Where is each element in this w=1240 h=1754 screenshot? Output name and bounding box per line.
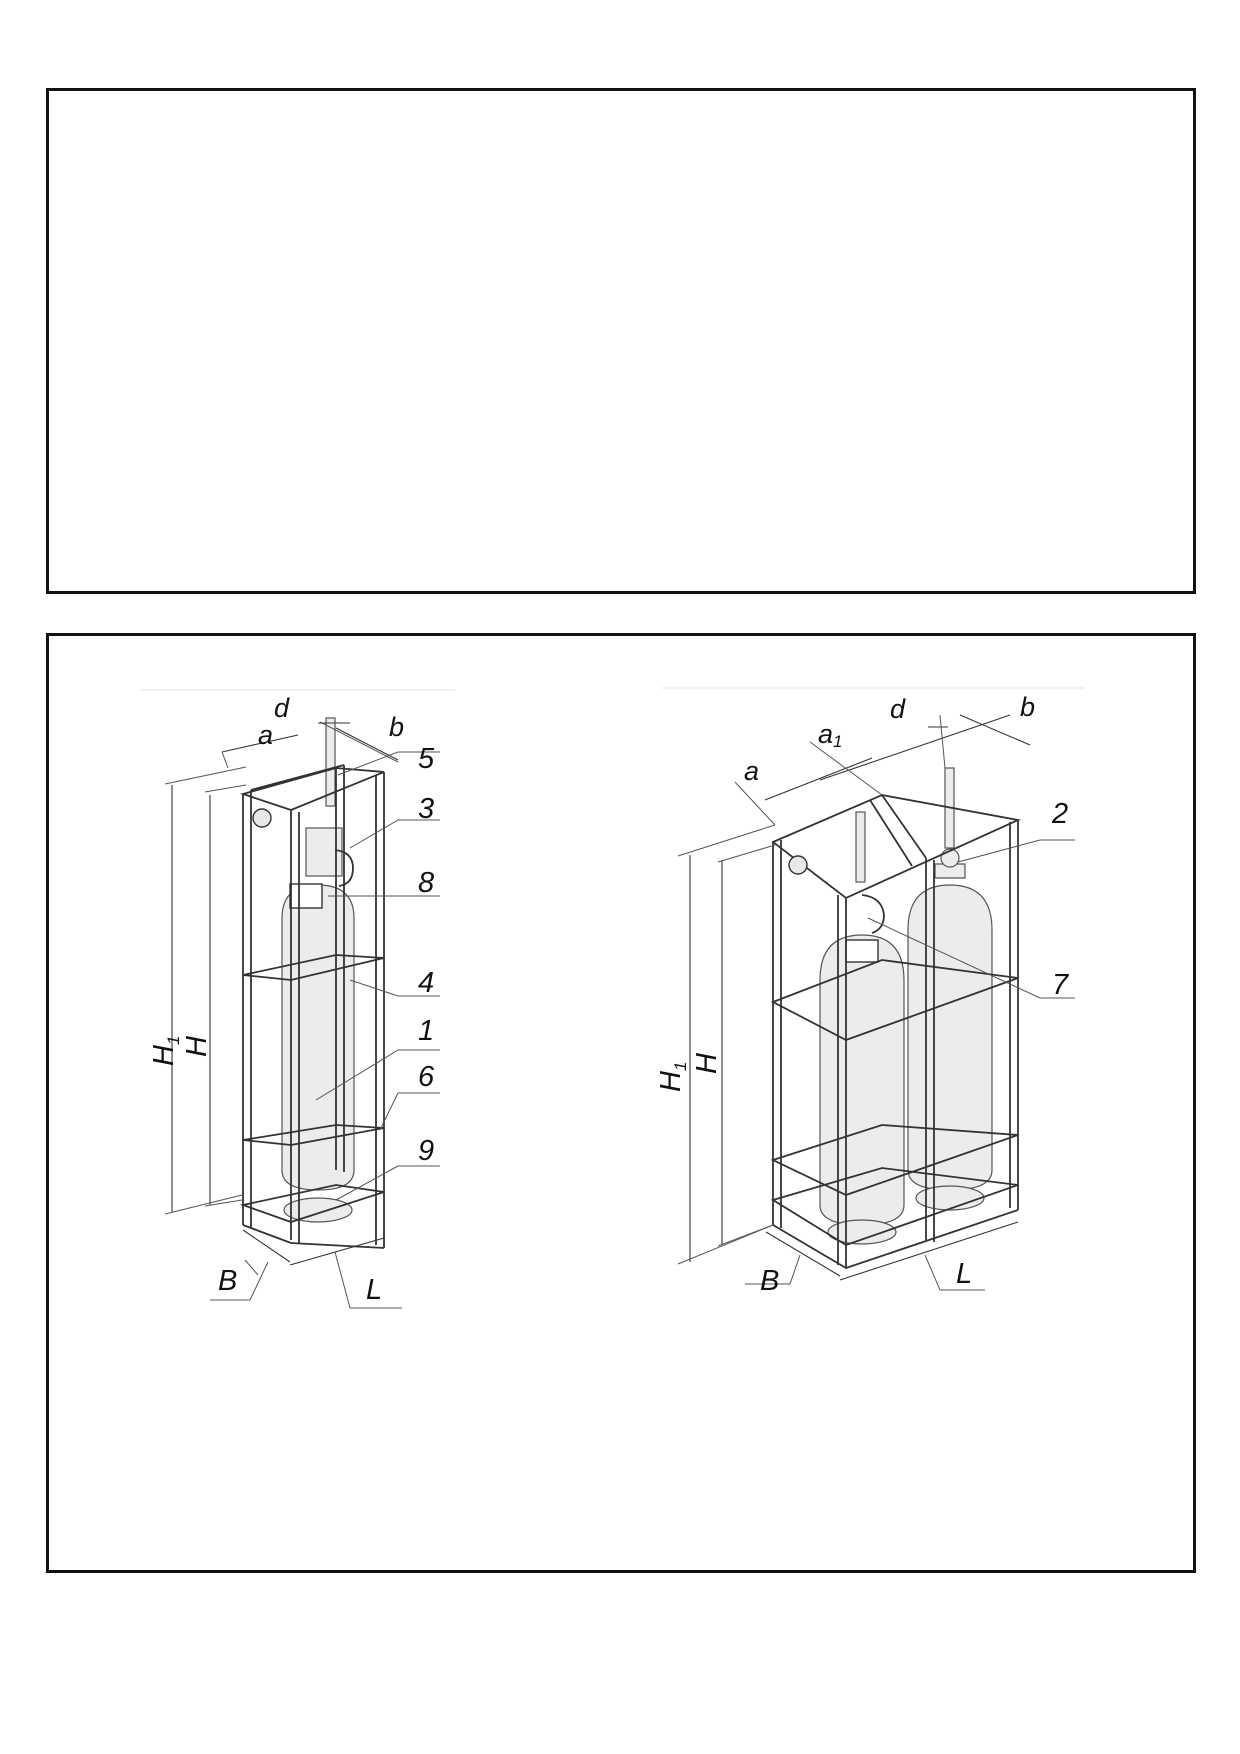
dim-H-right: H [691, 1053, 723, 1074]
dim-H-left: H [181, 1036, 213, 1057]
dim-b-right: b [1020, 692, 1035, 722]
top-frame [46, 88, 1196, 594]
dim-L-left: L [366, 1274, 382, 1306]
callout-8: 8 [418, 867, 434, 899]
callout-5: 5 [418, 743, 435, 775]
right-module-drawing: d a a1 b H1 H B L 2 7 [655, 692, 1075, 1297]
dim-a1-right: a1 [818, 719, 843, 751]
dim-B-left: B [218, 1265, 237, 1297]
callout-1: 1 [418, 1015, 434, 1047]
dim-H1-right: H1 [655, 1062, 690, 1092]
callout-6: 6 [418, 1061, 435, 1093]
left-module-drawing: d a b H1 H B L 5 3 8 4 1 6 9 [148, 693, 440, 1309]
callout-9: 9 [418, 1135, 434, 1167]
callout-2: 2 [1051, 798, 1068, 830]
callout-7: 7 [1052, 969, 1070, 1001]
dim-a-left: a [258, 720, 273, 750]
bottom-frame [46, 633, 1196, 1573]
callout-4: 4 [418, 967, 434, 999]
dim-b-left: b [389, 712, 404, 742]
dim-B-right: B [760, 1265, 779, 1297]
dim-d-left: d [274, 693, 290, 723]
dim-a-right: a [744, 756, 759, 786]
dim-L-right: L [956, 1258, 972, 1290]
callout-3: 3 [418, 793, 434, 825]
dim-H1-left: H1 [148, 1036, 183, 1066]
dim-d-right: d [890, 694, 906, 724]
